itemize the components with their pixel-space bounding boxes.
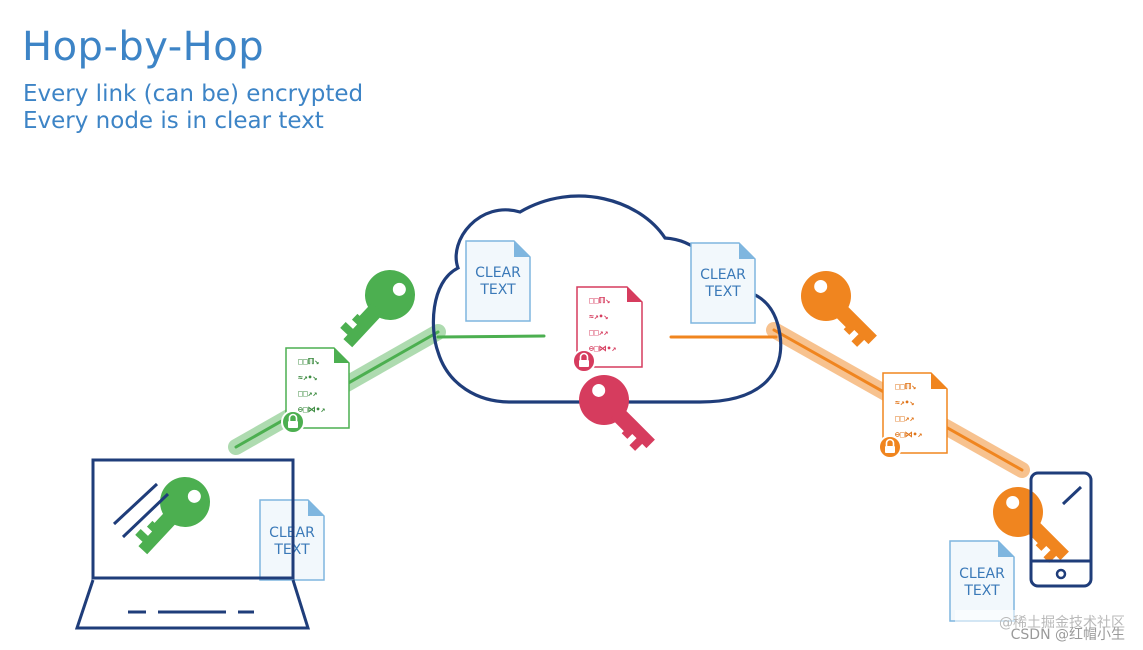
encrypted-document-icon: □□ℿ↘ ≈↗•↘ □□↗↗ ⊖□⋈•↗ [878, 372, 948, 459]
padlock-icon [878, 435, 902, 459]
key-icon [123, 466, 221, 566]
svg-text:CLEAR: CLEAR [475, 265, 521, 281]
svg-text:□□ℿ↘: □□ℿ↘ [895, 382, 916, 391]
svg-text:TEXT: TEXT [704, 284, 741, 300]
watermark-juejin: @稀土掘金技术社区 [999, 615, 1125, 631]
svg-text:□□↗↗: □□↗↗ [298, 389, 317, 398]
svg-text:⊖□⋈•↗: ⊖□⋈•↗ [895, 430, 922, 439]
subtitle-node-cleartext: Every node is in clear text [23, 108, 324, 134]
svg-text:CLEAR: CLEAR [700, 267, 746, 283]
subtitle-link-encryption: Every link (can be) encrypted [23, 81, 364, 107]
phone-icon [1029, 471, 1093, 588]
svg-text:≈↗•↘: ≈↗•↘ [895, 398, 914, 407]
laptop-icon [74, 458, 311, 630]
svg-text:□□↗↗: □□↗↗ [895, 414, 914, 423]
svg-text:≈↗•↘: ≈↗•↘ [298, 373, 317, 382]
svg-text:□□ℿ↘: □□ℿ↘ [298, 357, 319, 366]
document-icon: CLEAR TEXT [949, 540, 1015, 622]
svg-text:⊖□⋈•↗: ⊖□⋈•↗ [298, 405, 325, 414]
svg-text:TEXT: TEXT [479, 282, 516, 298]
svg-text:□□↗↗: □□↗↗ [589, 328, 608, 337]
cloud-icon [431, 194, 783, 404]
svg-text:TEXT: TEXT [963, 583, 1000, 599]
svg-text:□□ℿ↘: □□ℿ↘ [589, 296, 610, 305]
padlock-icon [281, 410, 305, 434]
encrypted-document-icon: □□ℿ↘ ≈↗•↘ □□↗↗ ⊖□⋈•↗ [281, 347, 350, 434]
document-icon: CLEAR TEXT [465, 240, 531, 322]
document-icon: CLEAR TEXT [690, 242, 756, 324]
green-link [228, 324, 546, 455]
svg-text:CLEAR: CLEAR [959, 566, 1005, 582]
encrypted-document-icon: □□ℿ↘ ≈↗•↘ □□↗↗ ⊖□⋈•↗ [572, 286, 643, 373]
padlock-icon [572, 349, 596, 373]
page-title: Hop-by-Hop [22, 24, 265, 70]
key-icon [568, 364, 667, 463]
watermark-csdn: CSDN @红帽小生 [1010, 627, 1125, 643]
svg-text:≈↗•↘: ≈↗•↘ [589, 312, 608, 321]
svg-text:⊖□⋈•↗: ⊖□⋈•↗ [589, 344, 616, 353]
